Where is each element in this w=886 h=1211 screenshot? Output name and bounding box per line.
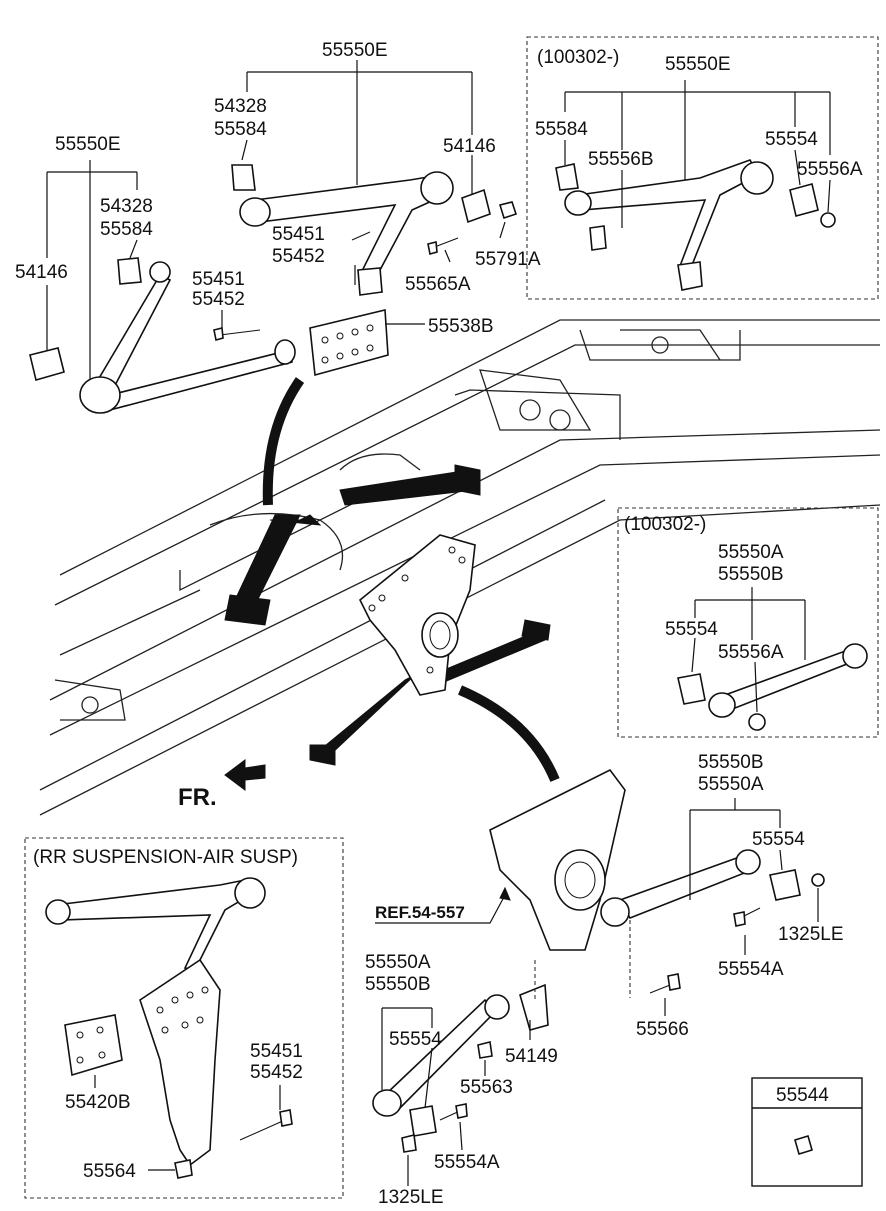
label-air-bolt-a: 55451 xyxy=(250,1041,303,1062)
label-inset2-group-a: 55550A xyxy=(718,542,784,563)
label-inset1-b: 55556B xyxy=(588,149,654,170)
label-inset2-a: 55554 xyxy=(665,619,718,640)
air-suspension-inset xyxy=(24,837,344,1199)
label-inset1-range: (100302-) xyxy=(537,47,619,68)
label-lower-mid-group-a: 55550A xyxy=(365,952,431,973)
label-inset1-a: 55584 xyxy=(535,119,588,140)
hanger-bracket-center xyxy=(358,534,476,696)
label-top-center-right: 54146 xyxy=(443,136,496,157)
label-top-center-bolt2: 55565A xyxy=(405,274,471,295)
label-lower-mid-bush: 55554 xyxy=(389,1029,442,1050)
label-lower-mid-bolt: 55554A xyxy=(434,1152,500,1173)
label-top-center-bolt-a: 55451 xyxy=(272,224,325,245)
label-legend-box: 55544 xyxy=(776,1085,829,1106)
label-inset1-d: 55556A xyxy=(797,159,863,180)
label-air-bolt-b: 55452 xyxy=(250,1062,303,1083)
label-air-susp-title: (RR SUSPENSION-AIR SUSP) xyxy=(33,847,298,868)
legend-box xyxy=(751,1077,863,1187)
lower-right-assembly xyxy=(375,768,825,1016)
label-lower-mid-nut2: 1325LE xyxy=(378,1187,444,1208)
label-inset2-b: 55556A xyxy=(718,642,784,663)
label-lower-right-nut: 1325LE xyxy=(778,924,844,945)
label-left-a: 54328 xyxy=(100,196,153,217)
label-bolt-55566: 55566 xyxy=(636,1019,689,1040)
label-inset1-group: 55550E xyxy=(665,54,731,75)
upper-arm-left xyxy=(29,257,296,414)
label-air-plate: 55420B xyxy=(65,1092,131,1113)
label-left-bolt-b: 55452 xyxy=(192,289,245,310)
inset-box-2 xyxy=(617,507,879,738)
label-lower-right-group-a: 55550B xyxy=(698,752,764,773)
label-air-nut: 55564 xyxy=(83,1161,136,1182)
label-left-group: 55550E xyxy=(55,134,121,155)
label-bracket-plate: 55538B xyxy=(428,316,494,337)
label-top-center-a: 54328 xyxy=(214,96,267,117)
label-lower-mid-bracket: 54149 xyxy=(505,1046,558,1067)
label-inset2-range: (100302-) xyxy=(624,514,706,535)
label-left-b: 55584 xyxy=(100,219,153,240)
label-inset1-c: 55554 xyxy=(765,129,818,150)
label-left-bush: 54146 xyxy=(15,262,68,283)
chassis-frame xyxy=(39,319,881,816)
label-ref: REF.54-557 xyxy=(375,903,465,922)
schematic-arms xyxy=(224,377,560,782)
front-direction-arrow: FR. xyxy=(178,759,266,811)
label-inset2-group-b: 55550B xyxy=(718,564,784,585)
label-lower-right-bush: 55554 xyxy=(752,829,805,850)
top-center-leaders xyxy=(241,60,506,325)
label-top-center-group: 55550E xyxy=(322,40,388,61)
label-left-bolt-a: 55451 xyxy=(192,269,245,290)
front-label: FR. xyxy=(178,784,217,811)
label-lower-right-group-b: 55550A xyxy=(698,774,764,795)
label-lower-mid-nut: 55563 xyxy=(460,1077,513,1098)
inset-box-1 xyxy=(526,36,879,300)
label-top-center-nut: 55791A xyxy=(475,249,541,270)
upper-arm-center xyxy=(231,164,518,377)
label-lower-mid-group-b: 55550B xyxy=(365,974,431,995)
lower-mid-assembly xyxy=(372,960,549,1186)
label-top-center-bolt-b: 55452 xyxy=(272,246,325,267)
label-lower-right-bolt: 55554A xyxy=(718,959,784,980)
label-top-center-b: 55584 xyxy=(214,119,267,140)
left-leaders xyxy=(46,160,223,380)
